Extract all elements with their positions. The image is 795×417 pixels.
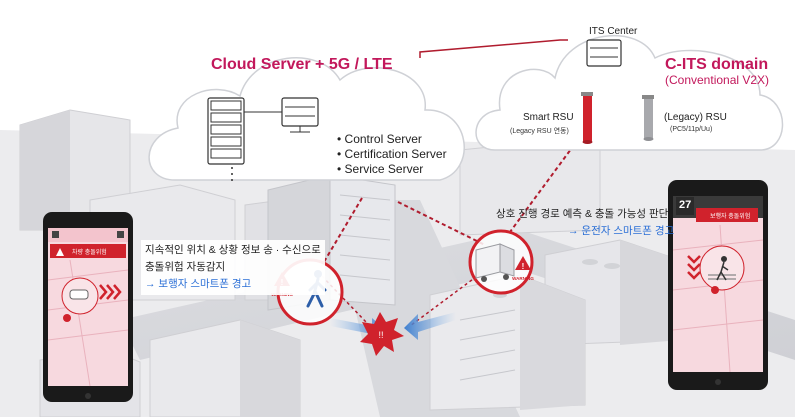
- collision-point: !!: [330, 312, 456, 356]
- server-list: Control Server Certification Server Serv…: [337, 132, 447, 177]
- svg-text:!: !: [522, 262, 525, 271]
- cits-domain-subtitle: (Conventional V2X): [665, 73, 770, 87]
- legacy-rsu-label: (Legacy) RSU: [664, 112, 727, 123]
- driver-note-action: → 운전자 스마트폰 경고: [568, 225, 675, 237]
- pedestrian-note-line: 충돌위험 자동감지: [145, 261, 226, 273]
- cits-cloud: [475, 35, 784, 151]
- right-phone-alert: 보행자 충돌위험: [710, 214, 751, 220]
- single-server-icon: [281, 97, 319, 133]
- driver-note: 상호 진행 경로 예측 & 충돌 가능성 판단 → 운전자 스마트폰 경고: [496, 206, 674, 240]
- legacy-rsu-icon: [642, 95, 654, 141]
- pedestrian-phone: [43, 212, 133, 402]
- pedestrian-note: 지속적인 위치 & 상황 정보 송 · 수신으로 충돌위험 자동감지 → 보행자…: [141, 240, 325, 295]
- its-center-server-icon: [586, 39, 622, 67]
- pedestrian-note-line: 지속적인 위치 & 상황 정보 송 · 수신으로: [145, 244, 321, 256]
- server-list-item: Certification Server: [337, 147, 447, 162]
- server-list-item: Service Server: [337, 162, 447, 177]
- vehicle-warning: ! WARNING: [468, 229, 534, 295]
- right-phone-speed: 27: [679, 199, 692, 211]
- warning-label: WARNING: [512, 276, 534, 281]
- driver-phone: [668, 180, 768, 390]
- driver-note-line: 상호 진행 경로 예측 & 충돌 가능성 판단: [496, 208, 669, 220]
- svg-text:!!: !!: [378, 330, 383, 340]
- pedestrian-note-action: → 보행자 스마트폰 경고: [145, 278, 252, 290]
- server-list-item: Control Server: [337, 132, 447, 147]
- smart-rsu-icon: [581, 92, 593, 144]
- smart-rsu-sublabel: (Legacy RSU 연동): [510, 128, 569, 135]
- server-rack-icon: [207, 97, 245, 181]
- left-phone-alert: 차량 충돌위험: [72, 250, 107, 256]
- smart-rsu-label: Smart RSU: [523, 112, 574, 123]
- its-center-label: ITS Center: [589, 26, 638, 37]
- legacy-rsu-sublabel: (PC5/11p/Uu): [670, 126, 713, 133]
- cloud-title: Cloud Server + 5G / LTE: [211, 56, 393, 73]
- cits-domain-title: C-ITS domain: [665, 56, 769, 73]
